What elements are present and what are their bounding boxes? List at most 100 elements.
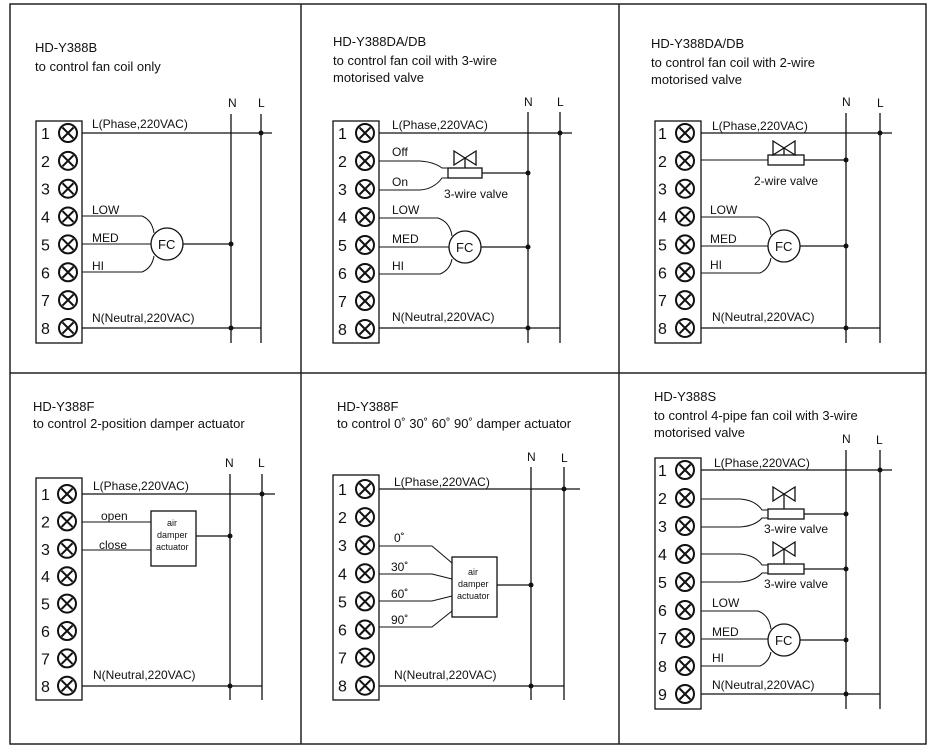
terminal-block	[35, 477, 83, 701]
terminal-number: 5	[658, 237, 667, 254]
terminal-number: 6	[658, 603, 667, 620]
neutral-bus-label: N	[228, 96, 237, 110]
terminal-screw-icon	[675, 628, 695, 648]
terminal-screw-icon	[675, 123, 695, 143]
terminal-number: 3	[338, 182, 347, 199]
terminal-screw-icon	[355, 123, 375, 143]
neutral-label: N(Neutral,220VAC)	[392, 310, 494, 324]
panel-model: HD-Y388F	[337, 399, 398, 414]
terminal-number: 4	[338, 566, 347, 583]
terminal-number: 5	[338, 594, 347, 611]
terminal-screw-icon	[57, 484, 77, 504]
line-bus-label: L	[557, 95, 564, 109]
terminal-number: 5	[658, 575, 667, 592]
phase-label: L(Phase,220VAC)	[394, 475, 490, 489]
neutral-bus-label: N	[842, 95, 851, 109]
terminal-number: 1	[338, 126, 347, 143]
valve-a-label: 3-wire valve	[764, 522, 828, 536]
angle-0-label: 0˚	[394, 531, 405, 545]
panel-hd-y388f-4pos: HD-Y388F to control 0˚ 30˚ 60˚ 90˚ dampe…	[332, 399, 580, 701]
valve-label: 2-wire valve	[754, 174, 818, 188]
speed-med-label: MED	[392, 232, 419, 246]
actuator-label-line-2: damper	[458, 579, 489, 589]
terminal-number: 2	[658, 491, 667, 508]
actuator-label-line-3: actuator	[156, 542, 189, 552]
speed-low-label: LOW	[712, 596, 740, 610]
terminal-screw-icon	[355, 207, 375, 227]
terminal-number: 6	[658, 265, 667, 282]
angle-90-label: 90˚	[391, 613, 408, 627]
terminal-screw-icon	[675, 290, 695, 311]
terminal-screw-icon	[675, 572, 695, 592]
terminal-number: 2	[41, 514, 50, 531]
terminal-screw-icon	[57, 538, 77, 559]
panel-model: HD-Y388B	[35, 40, 97, 55]
speed-low-label: LOW	[710, 203, 738, 217]
panel-model: HD-Y388DA/DB	[333, 34, 426, 49]
terminal-screw-icon	[57, 648, 77, 669]
terminal-number: 6	[41, 265, 50, 282]
neutral-label: N(Neutral,220VAC)	[712, 310, 814, 324]
terminal-screw-icon	[675, 684, 695, 704]
terminal-screw-icon	[675, 206, 695, 227]
terminal-screw-icon	[675, 150, 695, 171]
terminal-screw-icon	[58, 290, 78, 311]
terminal-number: 1	[41, 487, 50, 504]
angle-30-label: 30˚	[391, 560, 408, 574]
terminal-screw-icon	[58, 234, 78, 255]
terminal-screw-icon	[675, 460, 695, 480]
terminal-screw-icon	[58, 150, 78, 171]
terminal-number: 1	[41, 126, 50, 143]
panel-description: to control 0˚ 30˚ 60˚ 90˚ damper actuato…	[337, 416, 572, 431]
terminal-screw-icon	[675, 544, 695, 564]
terminal-screw-icon	[57, 511, 77, 532]
panel-description: to control 4-pipe fan coil with 3-wire	[654, 408, 858, 423]
terminal-screw-icon	[675, 178, 695, 199]
terminal-screw-icon	[675, 656, 695, 676]
terminal-block	[35, 120, 83, 344]
terminal-number: 5	[41, 237, 50, 254]
panel-hd-y388s: HD-Y388S to control 4-pipe fan coil with…	[654, 389, 892, 710]
line-bus-label: L	[258, 96, 265, 110]
terminal-screw-icon	[675, 516, 695, 536]
terminal-number: 2	[658, 154, 667, 171]
speed-hi-label: HI	[392, 259, 404, 273]
terminal-number: 8	[658, 659, 667, 676]
valve-off-label: Off	[392, 145, 408, 159]
terminal-number: 4	[658, 210, 667, 227]
valve-b-label: 3-wire valve	[764, 577, 828, 591]
terminal-screw-icon	[355, 563, 375, 584]
fan-coil-label: FC	[158, 237, 175, 252]
neutral-label: N(Neutral,220VAC)	[92, 311, 194, 325]
panel-hd-y388b: HD-Y388B to control fan coil only N L 12…	[35, 40, 272, 344]
terminal-screw-icon	[355, 591, 375, 612]
damper-actuator-box	[150, 510, 197, 567]
terminal-number: 8	[338, 322, 347, 339]
terminal-screw-icon	[58, 262, 78, 283]
neutral-label: N(Neutral,220VAC)	[93, 668, 195, 682]
panel-description-2: motorised valve	[654, 425, 745, 440]
terminal-number: 8	[338, 679, 347, 696]
terminal-screw-icon	[355, 235, 375, 255]
phase-label: L(Phase,220VAC)	[714, 456, 810, 470]
terminal-number: 6	[338, 266, 347, 283]
actuator-label-line-2: damper	[157, 530, 188, 540]
terminal-number: 1	[658, 126, 667, 143]
speed-med-label: MED	[710, 232, 737, 246]
terminal-screw-icon	[675, 488, 695, 508]
terminal-screw-icon	[355, 263, 375, 283]
terminal-number: 3	[41, 182, 50, 199]
terminal-number: 3	[658, 182, 667, 199]
panel-description: to control fan coil with 3-wire	[333, 53, 497, 68]
valve-label: 3-wire valve	[444, 187, 508, 201]
panel-model: HD-Y388F	[33, 399, 94, 414]
terminal-screw-icon	[675, 234, 695, 255]
phase-label: L(Phase,220VAC)	[712, 119, 808, 133]
valve-on-label: On	[392, 175, 408, 189]
neutral-bus-label: N	[527, 450, 536, 464]
